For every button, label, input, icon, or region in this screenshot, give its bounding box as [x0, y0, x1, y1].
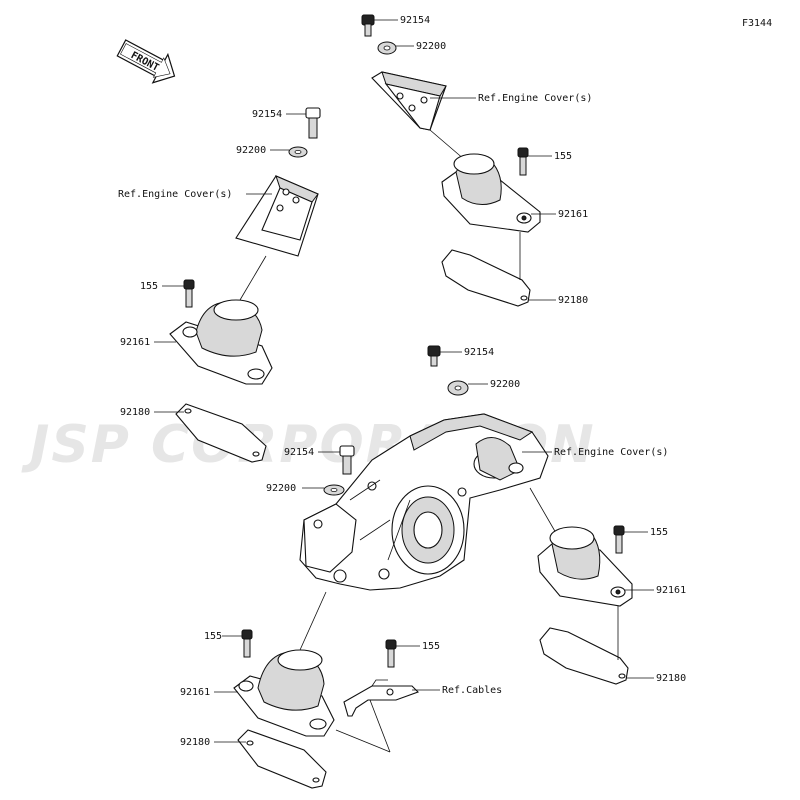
- part-label-92161: 92161: [120, 337, 150, 348]
- part-label-ref-engine-cover: Ref.Engine Cover(s): [118, 189, 232, 200]
- part-label-ref-cables: Ref.Cables: [442, 685, 502, 696]
- part-label-92180: 92180: [180, 737, 210, 748]
- center-right-fasteners: 92154 92200 Ref.Engine Cover(s): [427, 345, 668, 458]
- engine-mount-icon: [169, 299, 273, 385]
- part-label-92180: 92180: [656, 673, 686, 684]
- part-label-92200: 92200: [266, 483, 296, 494]
- plate-icon: [237, 729, 327, 789]
- bolt-icon: [305, 107, 321, 139]
- bracket-icon: [371, 71, 447, 131]
- part-label-92161: 92161: [558, 209, 588, 220]
- bottom-center-assembly: 155 Ref.Cables: [335, 639, 502, 753]
- part-label-92200: 92200: [490, 379, 520, 390]
- bolt-icon: [613, 525, 625, 554]
- top-left-assembly: 92154 92200 Ref.Engine Cover(s): [118, 107, 321, 463]
- part-label-92200: 92200: [416, 41, 446, 52]
- washer-icon: [323, 484, 345, 496]
- bolt-icon: [427, 345, 441, 367]
- engine-mount-icon: [441, 153, 541, 233]
- bolt-icon: [361, 14, 375, 37]
- part-label-92161: 92161: [656, 585, 686, 596]
- bracket-icon: [235, 175, 319, 257]
- bolt-icon: [241, 629, 253, 658]
- part-label-92180: 92180: [558, 295, 588, 306]
- part-label-92154: 92154: [284, 447, 314, 458]
- part-label-ref-engine-cover: Ref.Engine Cover(s): [554, 447, 668, 458]
- part-label-92154: 92154: [464, 347, 494, 358]
- bolt-icon: [339, 445, 355, 475]
- front-arrow-icon: FRONT: [116, 39, 176, 84]
- plate-icon: [539, 627, 629, 685]
- bolt-icon: [517, 147, 529, 176]
- bolt-icon: [385, 639, 397, 668]
- part-label-92161: 92161: [180, 687, 210, 698]
- washer-icon: [447, 380, 469, 396]
- washer-icon: [377, 41, 397, 55]
- engine-mount-icon: [233, 649, 335, 737]
- figure-code: F3144: [742, 18, 772, 29]
- part-label-155: 155: [554, 151, 572, 162]
- bolt-icon: [183, 279, 195, 308]
- part-label-155: 155: [140, 281, 158, 292]
- part-label-155: 155: [204, 631, 222, 642]
- engine-case-icon: [299, 413, 549, 591]
- part-label-155: 155: [422, 641, 440, 652]
- part-label-155: 155: [650, 527, 668, 538]
- part-label-ref-engine-cover: Ref.Engine Cover(s): [478, 93, 592, 104]
- part-label-92154: 92154: [252, 109, 282, 120]
- plate-icon: [441, 249, 531, 307]
- part-label-92154: 92154: [400, 15, 430, 26]
- center-left-fasteners: 92154 92200: [266, 445, 355, 496]
- middle-right-assembly: 155 92161 92180: [529, 487, 686, 685]
- engine-mount-icon: [537, 526, 633, 607]
- plate-icon: [175, 403, 267, 463]
- part-label-92180: 92180: [120, 407, 150, 418]
- part-label-92200: 92200: [236, 145, 266, 156]
- bottom-left-assembly: 155 92161 92180: [180, 591, 335, 789]
- cable-bracket-icon: [343, 679, 419, 717]
- top-right-assembly: 92154 92200 Ref.Engine Cover(s): [361, 14, 592, 307]
- washer-icon: [288, 146, 308, 158]
